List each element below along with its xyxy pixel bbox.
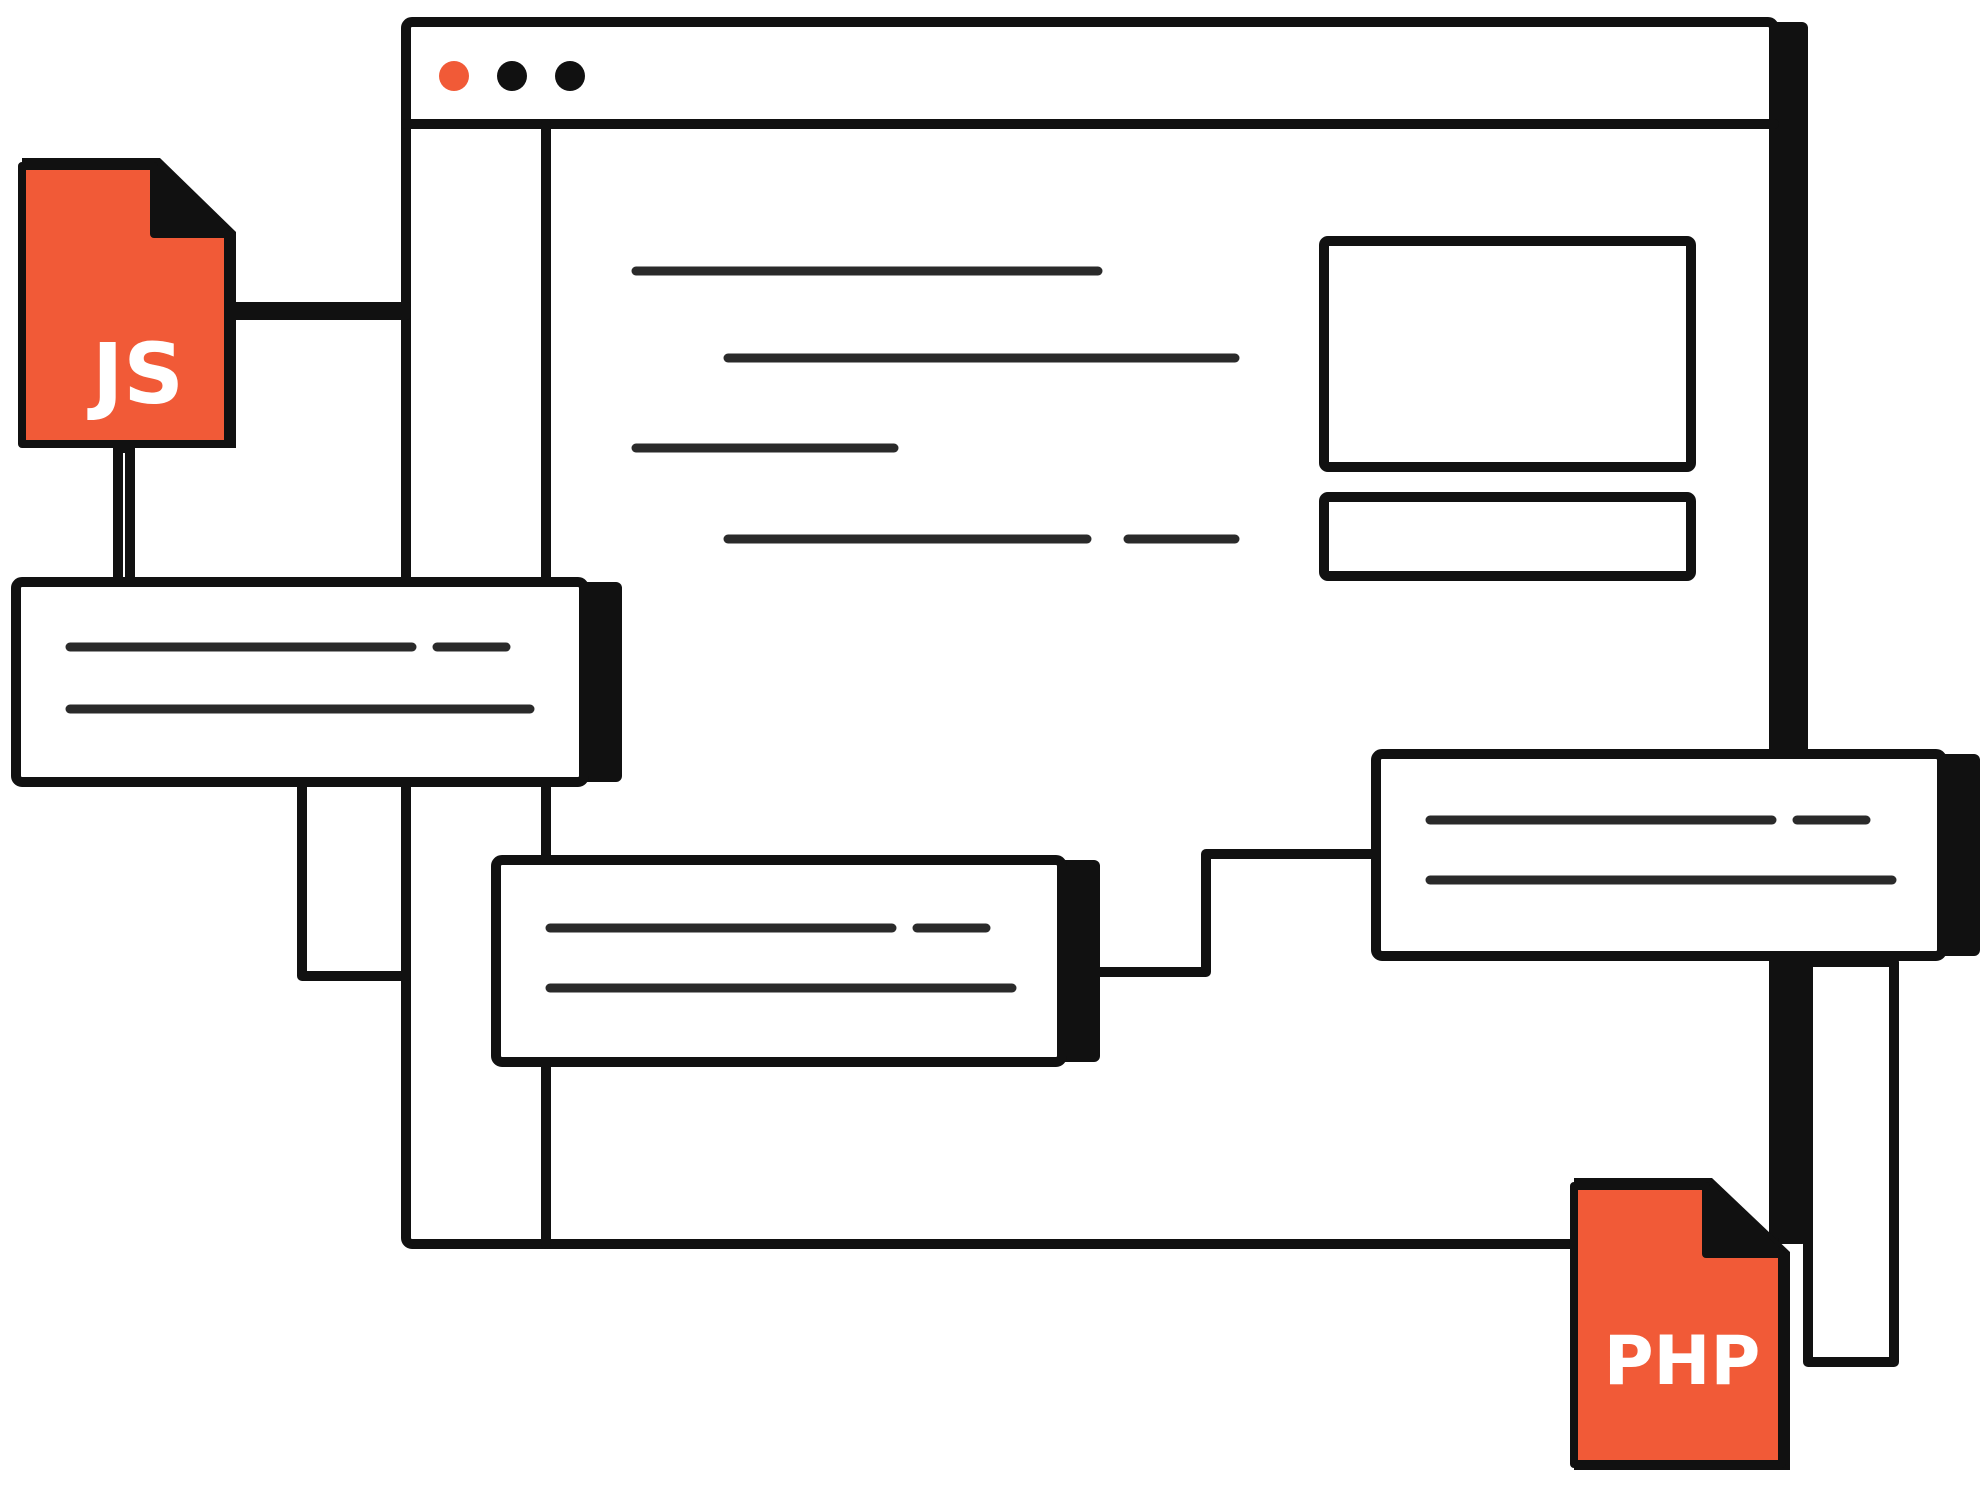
php-file-icon[interactable]: PHP bbox=[1570, 1178, 1790, 1470]
js-file-icon[interactable]: JS bbox=[18, 158, 236, 448]
content-text-lines bbox=[631, 266, 1240, 544]
pipe bbox=[1803, 957, 1899, 1367]
pipe bbox=[231, 302, 411, 320]
minimize-dot[interactable] bbox=[497, 61, 527, 91]
pipe bbox=[297, 775, 411, 981]
pipe bbox=[1095, 849, 1381, 977]
middle-card bbox=[491, 855, 1100, 1067]
image-placeholder bbox=[1319, 236, 1696, 472]
close-dot[interactable] bbox=[439, 61, 469, 91]
php-file-label: PHP bbox=[1604, 1322, 1761, 1401]
card-frame bbox=[1371, 749, 1947, 961]
card-frame bbox=[11, 577, 589, 787]
right-card bbox=[1371, 749, 1980, 961]
js-file-label: JS bbox=[87, 325, 184, 423]
maximize-dot[interactable] bbox=[555, 61, 585, 91]
card-frame bbox=[491, 855, 1067, 1067]
left-card bbox=[11, 577, 622, 787]
input-placeholder[interactable] bbox=[1319, 492, 1696, 581]
pipe bbox=[113, 443, 135, 587]
